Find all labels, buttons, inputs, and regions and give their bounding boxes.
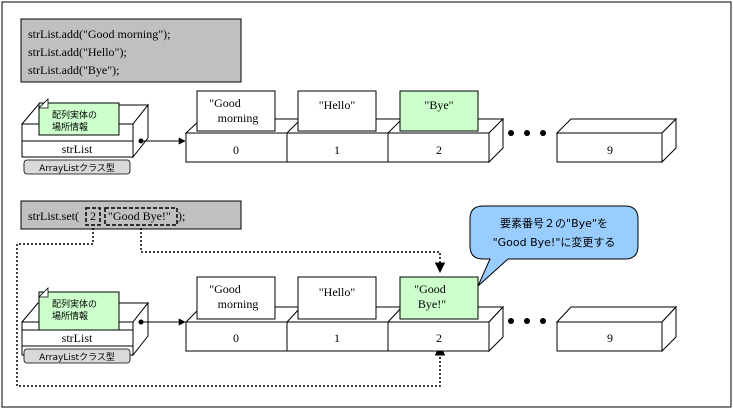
location-note — [38, 102, 120, 136]
array-front — [185, 321, 490, 352]
var-name-bar — [21, 329, 134, 347]
array-item-card — [297, 90, 377, 132]
callout-bubble: 要素番号２の"Bye"を "Good Bye!"に変更する — [469, 205, 639, 287]
last-cell-top — [555, 306, 678, 323]
var-name-bar — [21, 140, 134, 158]
dots-icon — [508, 130, 546, 136]
var-name: strList — [62, 142, 93, 156]
code-line: strList.add("Good morning"); — [28, 27, 170, 41]
dots-icon — [508, 318, 546, 324]
type-label-box — [23, 348, 131, 364]
last-cell-front — [556, 132, 663, 163]
type-label: ArrayListクラス型 — [39, 352, 115, 363]
code-line: strList.add("Bye"); — [28, 63, 119, 77]
callout-line: "Good Bye!"に変更する — [493, 235, 616, 249]
top-last-cell: 9 — [555, 117, 678, 164]
type-label-box — [23, 159, 131, 175]
code-index-arg: 2 — [90, 209, 96, 223]
top-variable: 配列実体の 場所情報 strList ArrayListクラス型 — [20, 98, 150, 175]
index-label: 9 — [607, 331, 613, 345]
top-code-box-bg — [20, 18, 242, 83]
array-item-card-highlight — [399, 276, 479, 320]
array-item-card — [196, 90, 276, 132]
item-text: morning — [218, 297, 259, 311]
top-code-box: strList.add("Good morning"); strList.add… — [20, 18, 242, 83]
note-fold — [38, 287, 49, 298]
index-label: 1 — [334, 331, 340, 345]
bottom-code-box: strList.set( 2 "Good Bye!" ); — [20, 200, 242, 230]
var-name: strList — [62, 331, 93, 345]
value-connector — [140, 228, 446, 274]
bottom-array: "Good morning "Hello" "Good Bye!" 0 1 2 — [184, 276, 505, 353]
code-prefix: strList.set( — [28, 209, 79, 223]
last-cell-front — [556, 321, 663, 352]
index-label: 2 — [436, 143, 442, 157]
item-text: morning — [218, 111, 259, 125]
index-arg-highlight — [85, 207, 101, 226]
note-line: 場所情報 — [52, 310, 88, 322]
note-fold — [38, 98, 49, 109]
code-suffix: ); — [178, 209, 185, 223]
note-line: 配列実体の — [52, 109, 97, 121]
item-text: "Hello" — [319, 98, 356, 112]
index-connector — [16, 228, 446, 387]
index-label: 2 — [436, 331, 442, 345]
array-item-card — [196, 276, 276, 320]
code-value-arg: "Good Bye!" — [108, 209, 171, 223]
location-note — [38, 291, 120, 334]
item-text: "Bye" — [424, 98, 453, 112]
bottom-variable: 配列実体の 場所情報 strList ArrayListクラス型 — [20, 287, 150, 364]
index-label: 0 — [233, 331, 239, 345]
item-text: "Good — [209, 96, 241, 110]
last-cell-top — [555, 118, 678, 134]
note-line: 場所情報 — [52, 121, 88, 133]
note-line: 配列実体の — [52, 298, 97, 310]
type-label: ArrayListクラス型 — [39, 163, 115, 174]
item-text: "Good — [209, 282, 241, 296]
value-arg-highlight — [104, 207, 178, 226]
top-array: "Good morning "Hello" "Bye" 0 1 2 — [184, 90, 505, 164]
item-text: "Hello" — [319, 285, 356, 299]
bottom-last-cell: 9 — [555, 305, 678, 353]
code-line: strList.add("Hello"); — [28, 45, 127, 59]
array-item-card — [297, 276, 377, 320]
item-text: Bye!" — [418, 297, 446, 311]
callout-line: 要素番号２の"Bye"を — [500, 217, 608, 230]
array-front — [185, 132, 490, 163]
index-label: 1 — [334, 143, 340, 157]
item-text: "Good — [414, 282, 446, 296]
index-label: 0 — [233, 143, 239, 157]
array-item-card-highlight — [399, 90, 479, 132]
index-label: 9 — [607, 143, 613, 157]
callout-shape — [469, 205, 639, 287]
